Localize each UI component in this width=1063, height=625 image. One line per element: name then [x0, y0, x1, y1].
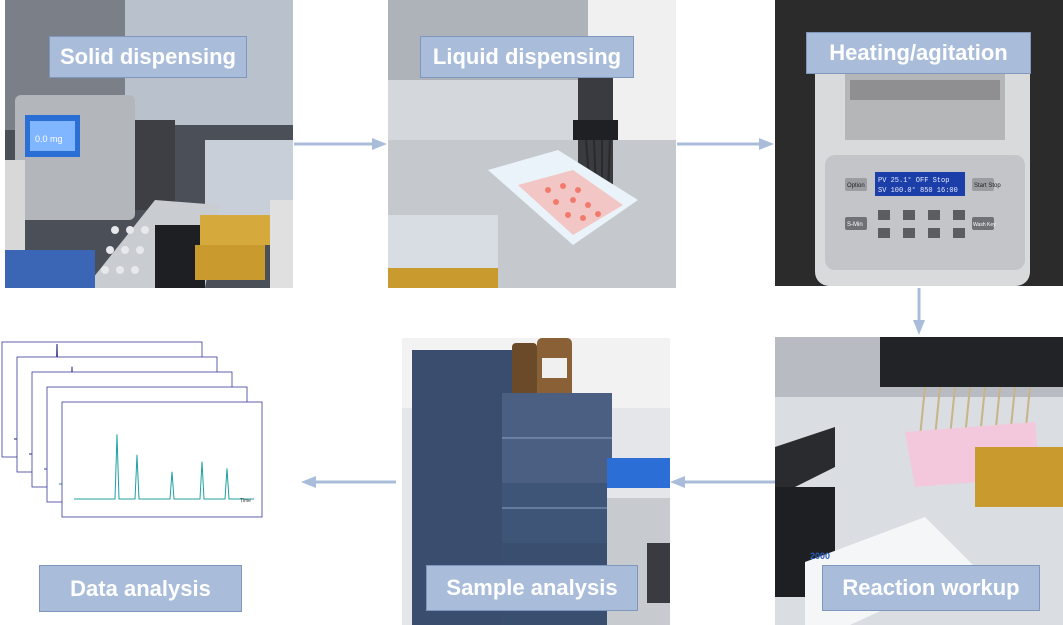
chromatogram-trace [74, 434, 254, 500]
arrow-liquid-to-heating [677, 138, 774, 150]
heater-option-button[interactable]: Option [847, 183, 865, 189]
svg-text:2000: 2000 [810, 551, 830, 561]
heater-display-line-1: PV 25.1° OFF Stop [878, 176, 949, 185]
chromatogram-time-label: Time [240, 498, 251, 504]
heater-wash-button[interactable]: Wash Key [973, 222, 996, 228]
liquid-dispensing-label: Liquid dispensing [420, 36, 634, 78]
arrow-heating-to-workup [913, 288, 925, 335]
solid-dispensing-label: Solid dispensing [49, 36, 247, 78]
arrow-sample-to-data [301, 476, 396, 488]
heater-display-line-2: SV 100.0° 850 16:00 [878, 186, 958, 195]
reaction-workup-label: Reaction workup [822, 565, 1040, 611]
balance-readout: 0.0 mg [35, 134, 63, 144]
heater-smin-button[interactable]: S-Min [847, 222, 863, 228]
arrow-workup-to-sample [670, 476, 775, 488]
heater-start-button[interactable]: Start Stop [974, 183, 1001, 189]
heating-agitation-label: Heating/agitation [806, 32, 1031, 74]
data-analysis-label: Data analysis [39, 565, 242, 612]
chromatogram-panel: Time [61, 401, 263, 518]
arrow-solid-to-liquid [294, 138, 387, 150]
chromatogram-stack: TimeTimeTimeTimeTime [0, 340, 275, 545]
sample-analysis-label: Sample analysis [426, 565, 638, 611]
